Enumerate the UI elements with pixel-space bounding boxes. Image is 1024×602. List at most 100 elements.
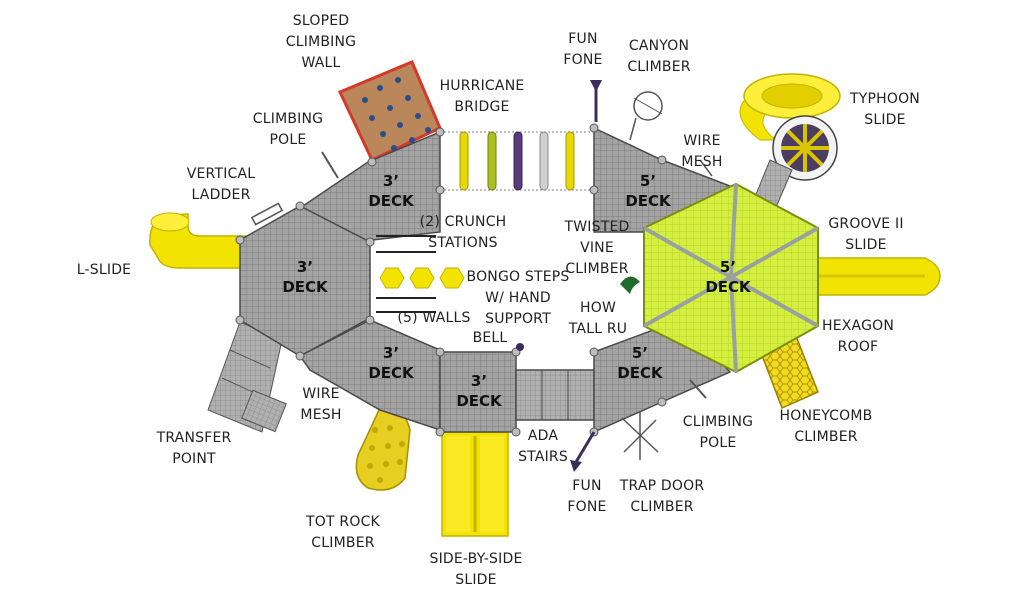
label-line: TRAP DOOR: [619, 478, 705, 494]
label-line: STATIONS: [428, 235, 498, 251]
deck-height: 5’: [640, 172, 656, 190]
label-line: SLIDE: [864, 112, 906, 128]
deck-word: DECK: [705, 278, 752, 296]
label-tot-rock-climber: TOT ROCK CLIMBER: [306, 512, 380, 554]
deck-height: 3’: [383, 344, 399, 362]
deck-label-bottom: 3’ DECK: [456, 372, 503, 410]
label-line: SIDE-BY-SIDE: [429, 551, 523, 567]
climbing-pole-top: [321, 151, 339, 179]
label-line: SLIDE: [455, 572, 497, 588]
label-climbing-pole-bottom: CLIMBING POLE: [683, 412, 753, 454]
label-line: TWISTED: [564, 219, 630, 235]
label-bell: BELL: [473, 328, 508, 349]
label-line: CLIMBING: [682, 414, 754, 430]
label-line: CLIMBER: [565, 261, 629, 277]
transfer-point: [207, 321, 287, 433]
label-ada-stairs: ADA STAIRS: [518, 426, 568, 468]
label-groove-ii-slide: GROOVE II SLIDE: [828, 214, 903, 256]
label-line: (2) CRUNCH: [419, 214, 507, 230]
label-hexagon-roof: HEXAGON ROOF: [822, 316, 894, 358]
label-five-walls: (5) WALLS: [397, 308, 470, 329]
label-line: TYPHOON: [850, 91, 920, 107]
label-line: CLIMBER: [311, 535, 375, 551]
label-line: BRIDGE: [454, 99, 510, 115]
fun-fone-bottom: [570, 431, 596, 472]
deck-word: DECK: [368, 192, 415, 210]
fun-fone-top: [590, 80, 602, 122]
label-line: (5) WALLS: [397, 310, 471, 326]
label-typhoon-slide: TYPHOON SLIDE: [850, 89, 920, 131]
label-line: BONGO STEPS: [466, 269, 570, 285]
label-line: ADA: [527, 428, 559, 444]
label-line: FONE: [567, 499, 607, 515]
label-line: SLIDE: [845, 237, 887, 253]
side-by-side-slide: [441, 431, 509, 537]
climbing-pole-bottom: [689, 379, 707, 399]
label-line: VINE: [580, 240, 614, 256]
label-fun-fone-bottom: FUN FONE: [567, 476, 606, 518]
deck-label-lower-right: 5’ DECK: [617, 344, 664, 382]
label-line: TRANSFER: [156, 430, 232, 446]
label-line: WIRE: [302, 386, 340, 402]
crunch-stations: [376, 235, 436, 253]
label-wire-mesh-bottom: WIRE MESH: [300, 384, 341, 426]
label-line: CLIMBING: [285, 34, 357, 50]
label-line: HOW: [580, 300, 616, 316]
label-line: FUN: [568, 31, 598, 47]
label-vertical-ladder: VERTICAL LADDER: [187, 164, 256, 206]
sloped-climbing-wall: [337, 60, 442, 162]
label-line: W/ HAND: [485, 290, 551, 306]
label-line: MESH: [681, 154, 723, 170]
label-line: CLIMBING: [252, 111, 324, 127]
wire-mesh-top-mark: [699, 159, 713, 177]
label-line: BELL: [472, 330, 508, 346]
label-line: SLOPED: [292, 13, 350, 29]
trap-door-climber: [621, 412, 659, 460]
label-line: ROOF: [837, 339, 879, 355]
label-line: HONEYCOMB: [779, 408, 873, 424]
label-line: TOT ROCK: [306, 514, 380, 530]
ada-stairs: [515, 369, 595, 421]
label-line: VERTICAL: [186, 166, 256, 182]
label-how-tall-ru: HOW TALL RU: [569, 298, 627, 340]
canyon-climber: [629, 91, 663, 141]
label-l-slide: L-SLIDE: [77, 260, 131, 281]
label-line: CANYON: [628, 38, 690, 54]
label-line: GROOVE II: [828, 216, 904, 232]
deck-label-upper-right: 5’ DECK: [625, 172, 672, 210]
deck-height: 3’: [297, 258, 313, 276]
label-line: WIRE: [683, 133, 721, 149]
label-twisted-vine-climber: TWISTED VINE CLIMBER: [565, 217, 630, 280]
groove-ii-slide: [809, 257, 941, 296]
deck-height: 3’: [383, 172, 399, 190]
label-line: HURRICANE: [439, 78, 525, 94]
deck-label-upper-left: 3’ DECK: [368, 172, 415, 210]
label-bongo-steps: BONGO STEPS W/ HAND SUPPORT: [467, 267, 570, 330]
deck-word: DECK: [282, 278, 329, 296]
deck-word: DECK: [456, 392, 503, 410]
label-line: POLE: [269, 132, 307, 148]
label-line: CLIMBER: [794, 429, 858, 445]
label-crunch-stations: (2) CRUNCH STATIONS: [420, 212, 507, 254]
label-climbing-pole-top: CLIMBING POLE: [253, 109, 323, 151]
label-canyon-climber: CANYON CLIMBER: [627, 36, 690, 78]
label-line: POINT: [172, 451, 216, 467]
walls: [376, 297, 436, 313]
hexagon-roof: [643, 182, 819, 374]
hurricane-bridge: [440, 131, 594, 191]
label-trap-door-climber: TRAP DOOR CLIMBER: [620, 476, 705, 518]
label-line: L-SLIDE: [76, 262, 132, 278]
label-line: LADDER: [191, 187, 251, 203]
label-line: HEXAGON: [821, 318, 895, 334]
label-line: FONE: [563, 52, 603, 68]
deck-label-hexagon: 5’ DECK: [705, 258, 752, 296]
label-line: SUPPORT: [485, 311, 551, 327]
deck-word: DECK: [625, 192, 672, 210]
label-line: CLIMBER: [627, 59, 691, 75]
label-line: TALL RU: [568, 321, 628, 337]
label-side-by-side-slide: SIDE-BY-SIDE SLIDE: [429, 549, 522, 591]
label-sloped-climbing-wall: SLOPED CLIMBING WALL: [286, 11, 356, 74]
label-line: WALL: [301, 55, 341, 71]
deck-bottom: [439, 351, 517, 433]
